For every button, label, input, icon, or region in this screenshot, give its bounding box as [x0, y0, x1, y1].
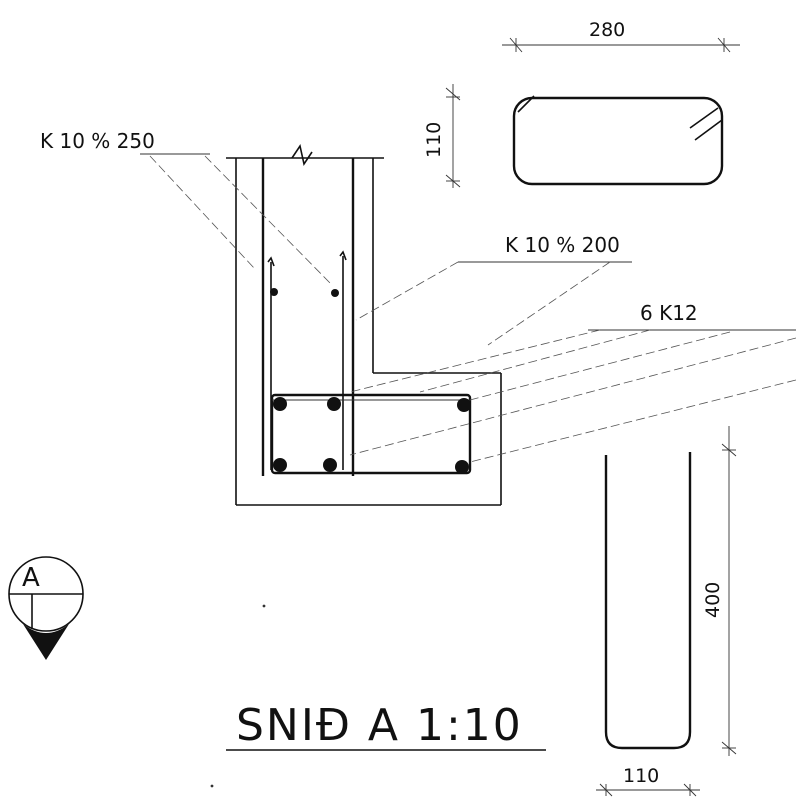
rebar-dot — [273, 458, 287, 472]
drawing-title: SNIĐ A 1:10 — [236, 700, 523, 751]
concrete-section-outline — [226, 143, 502, 506]
wall-stirrup — [261, 158, 355, 476]
stirrups-wall-label: K 10 % 250 — [40, 129, 155, 153]
footing-stirrup — [270, 393, 472, 475]
rebar-dot — [323, 458, 337, 472]
rebar-dot — [457, 398, 471, 412]
rebar-dot — [273, 397, 287, 411]
section-marker-letter: A — [22, 563, 40, 593]
rebar-dot — [270, 288, 278, 296]
leader-lines — [140, 153, 796, 463]
rebar-dot — [327, 397, 341, 411]
section-arrow-icon — [23, 624, 69, 660]
dim-top-width: 280 — [589, 19, 625, 41]
dim-top-height: 110 — [423, 122, 445, 158]
rebar-dots — [270, 288, 471, 474]
top-bar-detail — [445, 37, 740, 188]
rebar-dot — [331, 289, 339, 297]
rebar-dot — [455, 460, 469, 474]
dim-bottom-width: 110 — [623, 765, 659, 787]
main-bars-label: 6 K12 — [640, 301, 698, 325]
section-marker — [8, 556, 84, 660]
stirrups-footing-label: K 10 % 200 — [505, 233, 620, 257]
dim-bottom-height: 400 — [702, 582, 724, 618]
bottom-bar-detail — [596, 426, 737, 797]
